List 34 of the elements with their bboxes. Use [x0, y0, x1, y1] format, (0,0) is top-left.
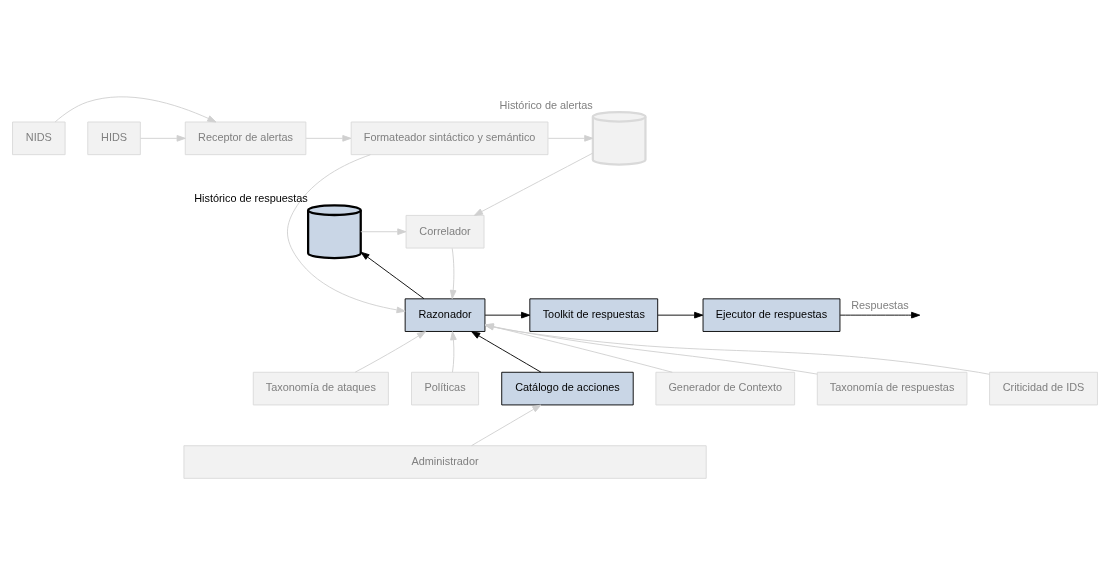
node-box: HIDS: [87, 121, 141, 155]
node-box: Receptor de alertas: [184, 121, 307, 155]
arrow: [305, 134, 352, 142]
arrow: [287, 153, 406, 313]
node-box: Razonador: [404, 297, 486, 332]
node-box: Criticidad de IDS: [989, 371, 1098, 405]
arrow: [473, 152, 594, 216]
node-box: Generador de Contexto: [655, 371, 796, 405]
arrow: [360, 251, 425, 299]
arrow: [471, 404, 542, 446]
node-box: Toolkit de respuestas: [529, 297, 659, 332]
node-box: Políticas: [411, 371, 480, 405]
arrow: [471, 330, 542, 373]
arrow: [450, 330, 457, 373]
node-box: Taxonomía de ataques: [252, 371, 389, 405]
node-box: Correlador: [405, 214, 485, 248]
arrow: [657, 311, 704, 318]
node-box: Formateador sintáctico y semántico: [350, 121, 549, 155]
arrow: [360, 227, 407, 235]
arrow: [547, 134, 594, 142]
node-box: Ejecutor de respuestas: [702, 297, 841, 332]
arrow: [839, 311, 921, 318]
node-box: NIDS: [12, 121, 66, 155]
edge-label: Respuestas: [851, 298, 909, 311]
node-box: Taxonomía de respuestas: [816, 371, 968, 405]
arrow: [140, 134, 186, 142]
arrow: [54, 95, 217, 122]
node-label: Histórico de respuestas: [194, 191, 308, 204]
node-box: Administrador: [183, 444, 707, 479]
arrow: [484, 311, 531, 318]
arrow: [449, 247, 457, 299]
node-box: Catálogo de acciones: [501, 371, 634, 405]
node-label: Histórico de alertas: [499, 98, 593, 111]
arrow: [354, 330, 426, 373]
